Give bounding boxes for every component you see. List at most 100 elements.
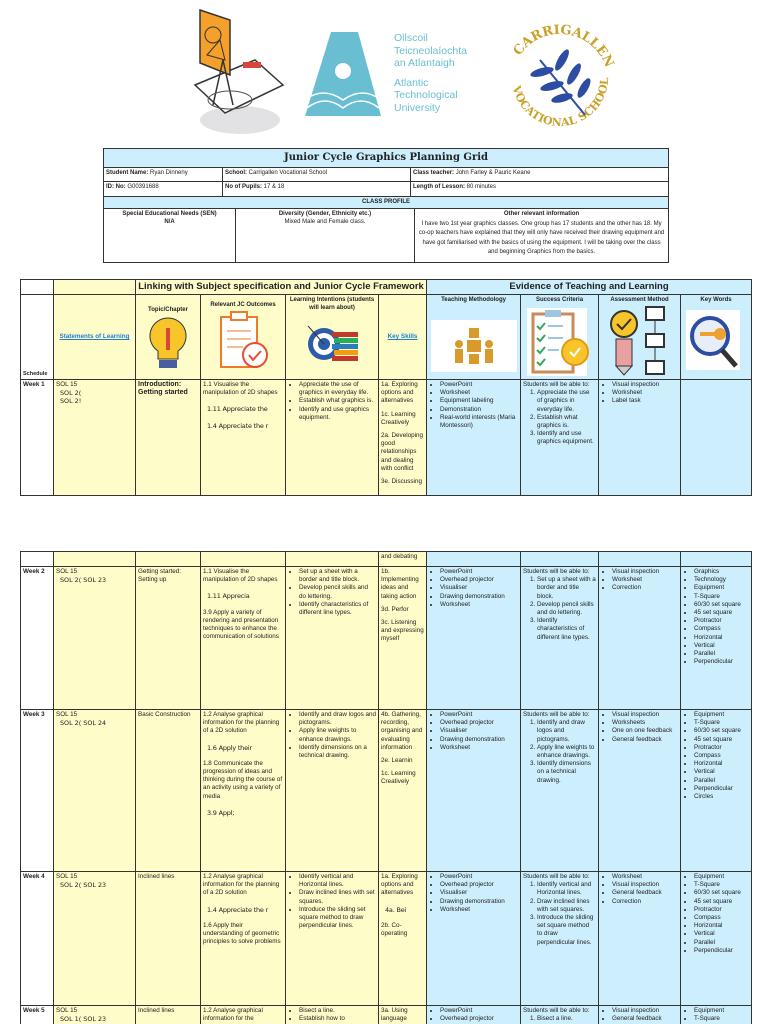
success-criterion-item: Identify characteristics of different li… — [537, 617, 596, 642]
atu-line: University — [394, 101, 441, 114]
jc-outcome: 1.4 Appreciate the r — [207, 421, 269, 430]
assessment: WorksheetVisual inspectionGeneral feedba… — [601, 873, 678, 906]
topic-text: Inclined lines — [138, 873, 175, 880]
assessment: Visual inspectionWorksheetLabel task — [601, 381, 678, 406]
method-item: Worksheet — [440, 906, 518, 914]
student-name: Student Name: Ryan Dinneny — [103, 167, 223, 182]
topic-header: Topic/Chapter — [135, 294, 201, 380]
success-criterion-item: Identify and draw logos and pictograms. — [537, 719, 596, 744]
learning-intention-item: Identify vertical and Horizontal lines. — [299, 873, 376, 889]
learning-intention-item: Set up a sheet with a border and title b… — [299, 568, 376, 584]
atu-line: Atlantic — [394, 76, 429, 89]
topic-text: Basic Construction — [138, 711, 191, 718]
method-item: Drawing demonstration — [440, 593, 518, 601]
keyword-item: Protractor — [694, 906, 749, 914]
key-words-cell — [680, 379, 752, 496]
teaching-methodology-cell: PowerPointOverhead projectorVisualiserDr… — [426, 709, 521, 872]
success-criteria-cell: Students will be able to:Bisect a line. — [520, 1005, 599, 1024]
key-skills-cell: 4b. Gathering, recording, organising and… — [378, 709, 427, 872]
method-item: Visualiser — [440, 889, 518, 897]
success-criterion-item: Identify vertical and Horizontal lines. — [537, 881, 596, 897]
method-item: PowerPoint — [440, 1007, 518, 1015]
jc-outcome: 1.4 Appreciate the r — [207, 905, 269, 914]
success-criterion-item: Appreciate the use of graphics in everyd… — [537, 389, 596, 414]
success-criterion-item: Introduce the sliding set square method … — [537, 914, 596, 947]
keyword-item: Equipment — [694, 711, 749, 719]
key-skill: 2a. Developing good relationships and de… — [381, 432, 424, 472]
success-criteria-cell: Students will be able to:Set up a sheet … — [520, 566, 599, 710]
method-item: Drawing demonstration — [440, 736, 518, 744]
student-info-table: Junior Cycle Graphics Planning Grid Stud… — [102, 148, 670, 263]
assessment-method-cell: Visual inspectionWorksheetCorrection — [598, 566, 681, 710]
jc-outcome: 1.11 Appreciate the — [207, 405, 268, 414]
keyword: EquipmentT-Square60/30 set square45 set … — [683, 711, 749, 801]
key-skill-continuation: and debating — [378, 551, 427, 567]
key-skill: 4b. Gathering, recording, organising and… — [381, 711, 423, 751]
assessment-method-cell: WorksheetVisual inspectionGeneral feedba… — [598, 871, 681, 1006]
teaching-methodology-cell: PowerPointOverhead projectorVisualiserDr… — [426, 566, 521, 710]
method-item: Real-world interests (Maria Montessori) — [440, 414, 518, 430]
statements-of-learning-link[interactable]: Statements of Learning — [59, 332, 130, 340]
assessment-item: One on one feedback — [612, 727, 678, 735]
key-skill: 3c. Listening and expressing myself — [381, 619, 424, 643]
assessment-item: Visual inspection — [612, 881, 678, 889]
success-criterion-item: Develop pencil skills and do lettering. — [537, 601, 596, 617]
assessment-item: Correction — [612, 898, 678, 906]
sol-code: SOL 2( — [60, 389, 82, 398]
keyword-item: 45 set square — [694, 898, 749, 906]
method-item: PowerPoint — [440, 873, 518, 881]
method-item: Worksheet — [440, 389, 518, 397]
jc-outcomes-header: Relevant JC Outcomes — [200, 294, 286, 380]
key-skill: 3d. Perfor — [381, 605, 409, 613]
learning-intention: Identify and draw logos and pictograms.A… — [288, 711, 376, 760]
learning-intention-item: Introduce the sliding set square method … — [299, 906, 376, 931]
lightbulb-icon — [149, 317, 187, 369]
learning-intention: Appreciate the use of graphics in everyd… — [288, 381, 376, 422]
keyword-item: Vertical — [694, 930, 749, 938]
keyword-item: 60/30 set square — [694, 601, 749, 609]
sen-cell: Special Educational Needs (SEN)N/A — [103, 208, 236, 263]
learning-intention-item: Establish what graphics is. — [299, 397, 376, 405]
keyword-item: T-Square — [694, 593, 749, 601]
learning-intention-item: Develop pencil skills and do lettering. — [299, 584, 376, 600]
method: PowerPointOverhead projectorVisualiserDr… — [429, 568, 518, 609]
teaching-methodology-header: Teaching Methodology — [426, 294, 522, 380]
keyword-item: Technology — [694, 576, 749, 584]
drafting-illustration-icon — [193, 8, 285, 134]
keyword-item: T-Square — [694, 881, 749, 889]
topic-cell: Introduction: Getting started — [135, 379, 201, 496]
key-skill: 1a. Exploring options and alternatives — [381, 873, 418, 897]
learning-intention: Bisect a line.Establish how to — [288, 1007, 376, 1023]
method-item: PowerPoint — [440, 711, 518, 719]
atu-line: Teicneolaíochta — [394, 44, 467, 57]
method-item: Worksheet — [440, 744, 518, 752]
method-item: Worksheet — [440, 601, 518, 609]
assessment-item: Worksheets — [612, 719, 678, 727]
key-skills-link[interactable]: Key Skills — [387, 332, 418, 340]
method-item: Overhead projector — [440, 719, 518, 727]
assessment-item: Worksheet — [612, 873, 678, 881]
planning-grid-header: Linking with Subject specification and J… — [20, 279, 753, 380]
topic-cell: Inclined lines — [135, 1005, 201, 1024]
success-intro: Students will be able to: — [523, 381, 590, 388]
jc-outcome: 3.9 Apply a variety of rendering and pre… — [203, 608, 279, 641]
key-words-cell: GraphicsTechnologyEquipmentT-Square60/30… — [680, 566, 752, 710]
keyword-item: Equipment — [694, 873, 749, 881]
success-criteria-cell: Students will be able to:Identify vertic… — [520, 871, 599, 1006]
pupil-count: No of Pupils: 17 & 18 — [222, 181, 411, 197]
keyword-item: Horizontal — [694, 760, 749, 768]
learning-intentions-cell: Identify vertical and Horizontal lines.D… — [285, 871, 379, 1006]
method-item: Demonstration — [440, 406, 518, 414]
key-skill: 1c. Learning Creatively — [381, 770, 416, 786]
success-criterion: Set up a sheet with a border and title b… — [523, 576, 596, 642]
method: PowerPointOverhead projectorVisualiserDr… — [429, 711, 518, 752]
week-label: Week 1 — [20, 379, 54, 496]
keyword-item: Compass — [694, 752, 749, 760]
sol-code: SOL 2( SOL 23 — [60, 881, 107, 890]
assessment: Visual inspectionGeneral feedback — [601, 1007, 678, 1023]
sol-code: SOL 2( SOL 24 — [60, 719, 107, 728]
sol-code: SOL 2! — [60, 397, 82, 406]
learning-intentions-cell: Appreciate the use of graphics in everyd… — [285, 379, 379, 496]
